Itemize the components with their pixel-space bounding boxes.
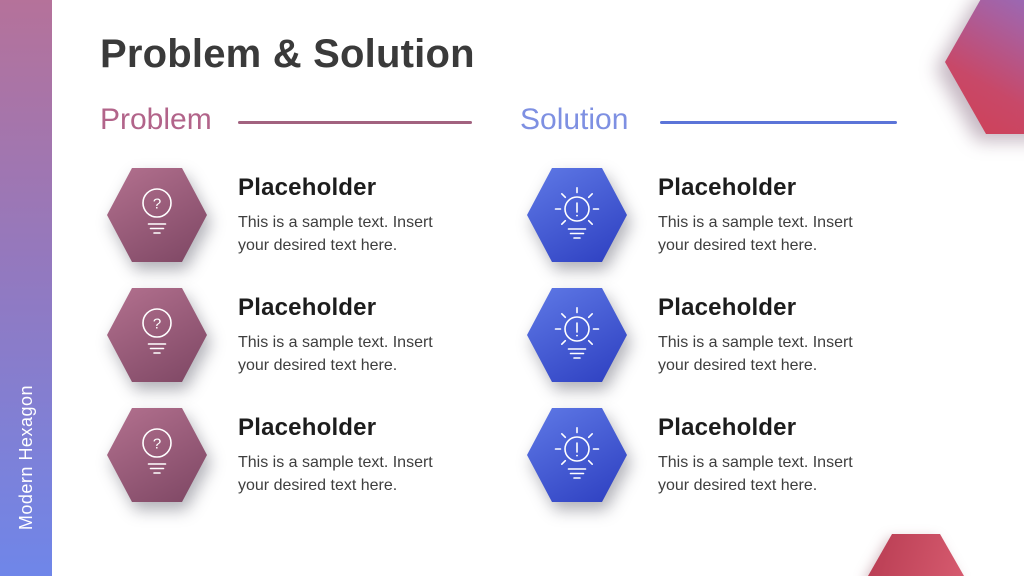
solution-item-3: Placeholder This is a sample text. Inser… bbox=[527, 408, 907, 504]
decorative-hexagon-top-right bbox=[945, 0, 1024, 134]
problem-hexagon bbox=[107, 168, 207, 262]
solution-hexagon bbox=[527, 408, 627, 502]
sidebar: Modern Hexagon bbox=[0, 0, 52, 576]
solution-item-2: Placeholder This is a sample text. Inser… bbox=[527, 288, 907, 384]
hexagon-shape bbox=[868, 534, 964, 576]
item-body: This is a sample text. Insert your desir… bbox=[658, 334, 853, 374]
lightbulb-exclamation-icon bbox=[554, 187, 600, 239]
item-body: This is a sample text. Insert your desir… bbox=[238, 454, 433, 494]
hexagon-shape bbox=[945, 0, 1024, 134]
problem-item-1: Placeholder This is a sample text. Inser… bbox=[107, 168, 487, 264]
lightbulb-question-icon bbox=[142, 188, 172, 234]
item-title: Placeholder bbox=[658, 414, 797, 441]
lightbulb-question-icon bbox=[142, 308, 172, 354]
lightbulb-exclamation-icon bbox=[554, 427, 600, 479]
item-title: Placeholder bbox=[238, 294, 377, 321]
solution-hexagon bbox=[527, 168, 627, 262]
lightbulb-exclamation-icon bbox=[554, 307, 600, 359]
problem-column-heading: Problem bbox=[100, 103, 212, 136]
solution-hexagon bbox=[527, 288, 627, 382]
sidebar-label: Modern Hexagon bbox=[15, 384, 36, 530]
problem-hexagon bbox=[107, 288, 207, 382]
item-title: Placeholder bbox=[238, 174, 377, 201]
item-title: Placeholder bbox=[238, 414, 377, 441]
item-title: Placeholder bbox=[658, 294, 797, 321]
decorative-hexagon-bottom-right bbox=[868, 534, 964, 576]
item-body: This is a sample text. Insert your desir… bbox=[238, 334, 433, 374]
problem-hexagon bbox=[107, 408, 207, 502]
problem-divider-line bbox=[238, 121, 472, 124]
item-body: This is a sample text. Insert your desir… bbox=[658, 454, 853, 494]
lightbulb-question-icon bbox=[142, 428, 172, 474]
solution-divider-line bbox=[660, 121, 897, 124]
problem-item-3: Placeholder This is a sample text. Inser… bbox=[107, 408, 487, 504]
item-body: This is a sample text. Insert your desir… bbox=[238, 214, 433, 254]
item-title: Placeholder bbox=[658, 174, 797, 201]
solution-column-heading: Solution bbox=[520, 103, 629, 136]
hexagon-shape bbox=[107, 168, 207, 262]
solution-item-1: Placeholder This is a sample text. Inser… bbox=[527, 168, 907, 264]
slide-title: Problem & Solution bbox=[100, 32, 475, 76]
problem-item-2: Placeholder This is a sample text. Inser… bbox=[107, 288, 487, 384]
item-body: This is a sample text. Insert your desir… bbox=[658, 214, 853, 254]
